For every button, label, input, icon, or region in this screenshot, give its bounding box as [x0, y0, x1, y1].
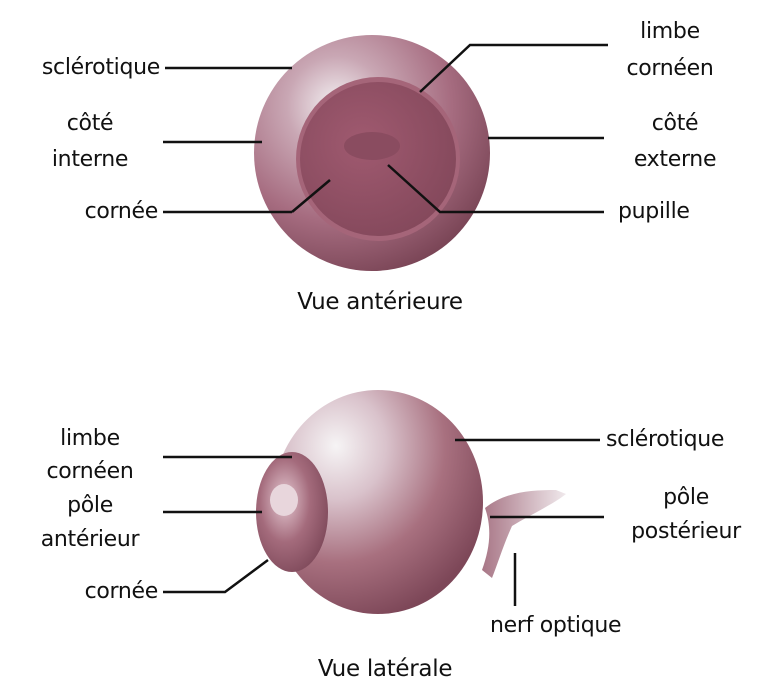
label-cornee: cornée: [10, 198, 158, 226]
label-sclerotique: sclérotique: [10, 54, 160, 82]
label-nerf-optique: nerf optique: [490, 612, 621, 640]
label-lat-corneen: cornéen: [25, 458, 155, 486]
label-pole-posterieur-1: pôle: [612, 484, 760, 512]
anterior-eyeball: [254, 35, 490, 271]
caption-anterior: Vue antérieure: [255, 288, 505, 316]
label-pupille: pupille: [618, 198, 690, 226]
label-pole-posterieur-2: postérieur: [612, 518, 760, 546]
lateral-eyeball: [256, 390, 566, 614]
caption-lateral: Vue latérale: [265, 655, 505, 683]
label-lat-limbe: limbe: [25, 425, 155, 453]
label-externe: externe: [610, 146, 740, 174]
label-cote-right: côté: [610, 110, 740, 138]
label-lat-sclerotique: sclérotique: [606, 426, 724, 454]
label-cote-left: côté: [25, 110, 155, 138]
label-pole-anterieur-2: antérieur: [25, 526, 155, 554]
label-pole-anterieur-1: pôle: [25, 492, 155, 520]
label-interne: interne: [25, 146, 155, 174]
label-corneen: cornéen: [595, 55, 745, 83]
label-limbe: limbe: [595, 18, 745, 46]
label-lat-cornee: cornée: [10, 578, 158, 606]
